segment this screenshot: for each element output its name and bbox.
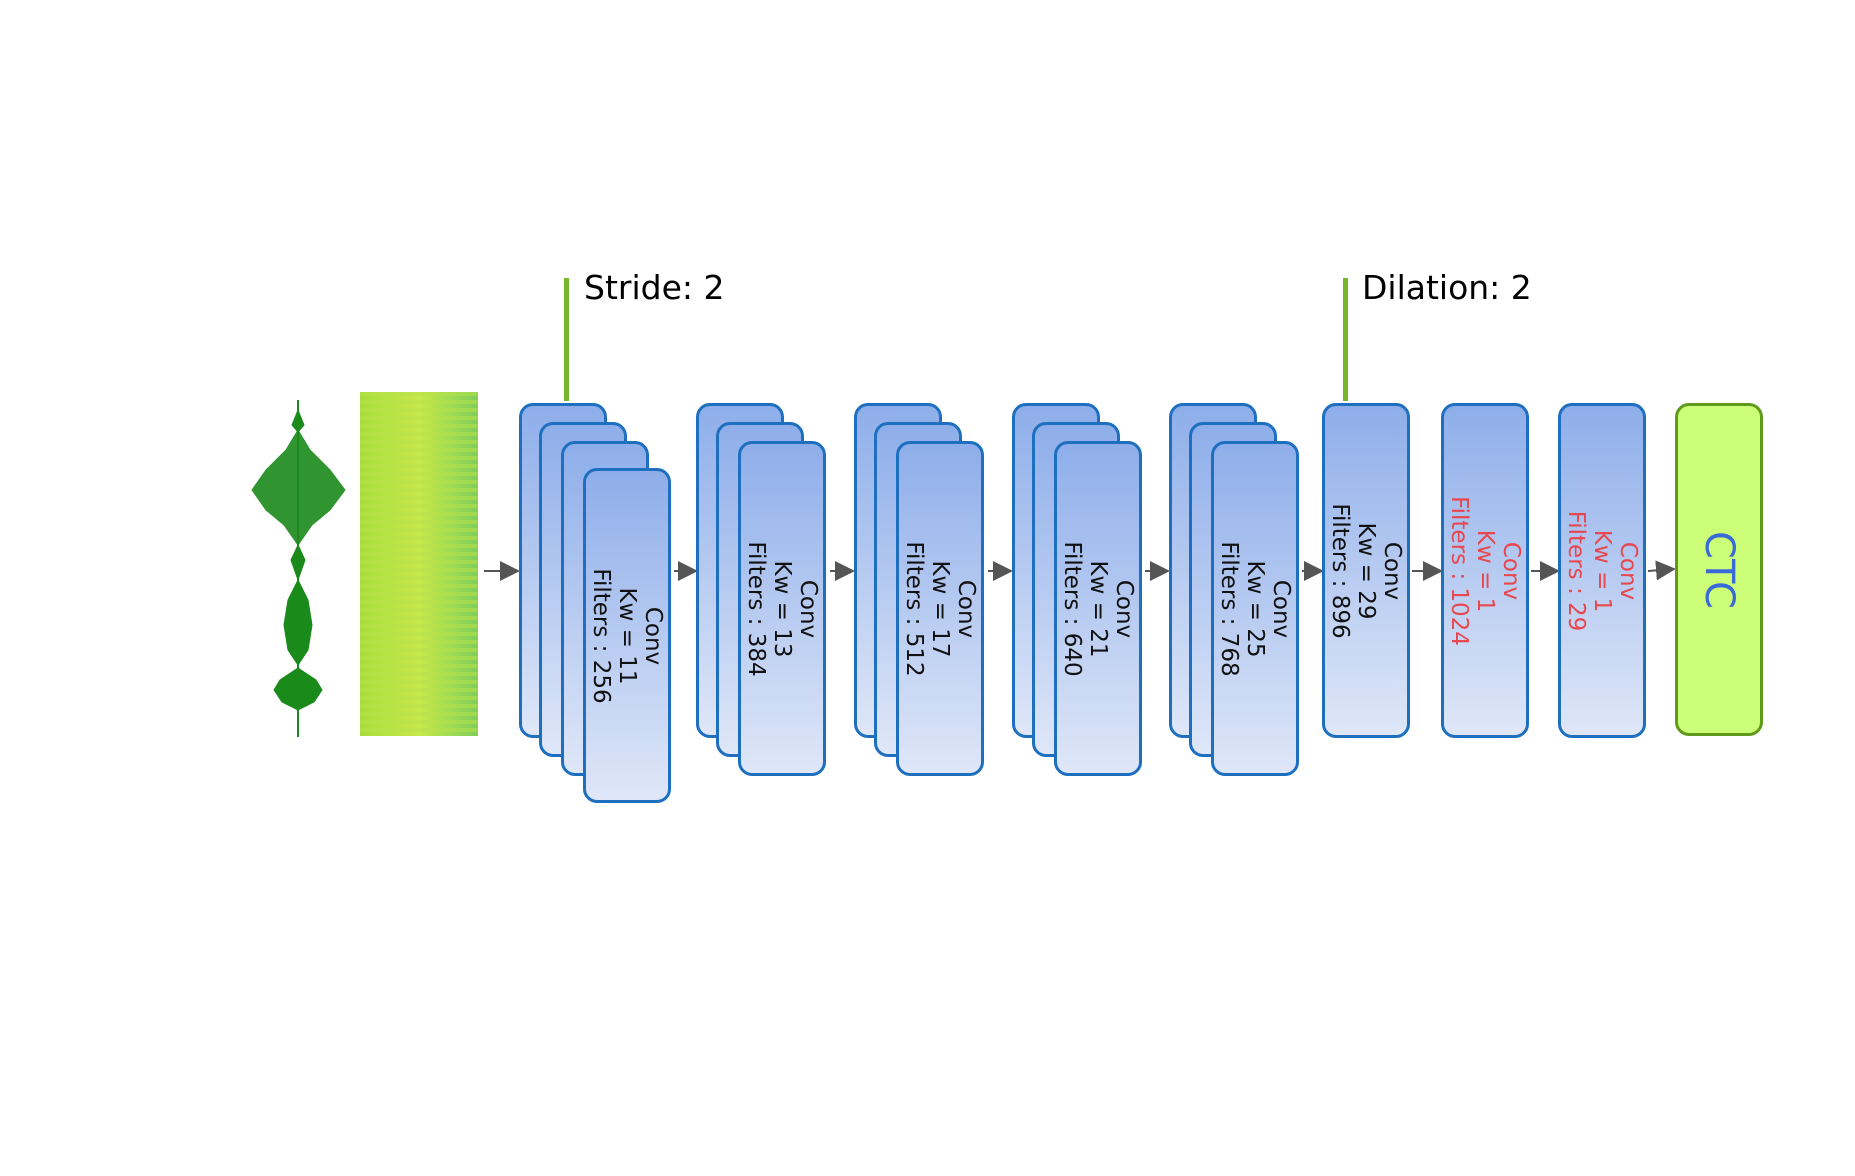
stride-label: Stride: 2 — [584, 268, 725, 307]
waveform-icon — [251, 400, 346, 737]
ctc-label: CTC — [1696, 530, 1742, 609]
dilation-label: Dilation: 2 — [1362, 268, 1532, 307]
ctc-output-block: CTC — [1675, 403, 1763, 736]
spectrogram-icon — [360, 392, 478, 736]
dilation-marker — [1343, 278, 1348, 401]
flow-arrows — [484, 560, 1676, 581]
stride-marker — [564, 278, 569, 401]
